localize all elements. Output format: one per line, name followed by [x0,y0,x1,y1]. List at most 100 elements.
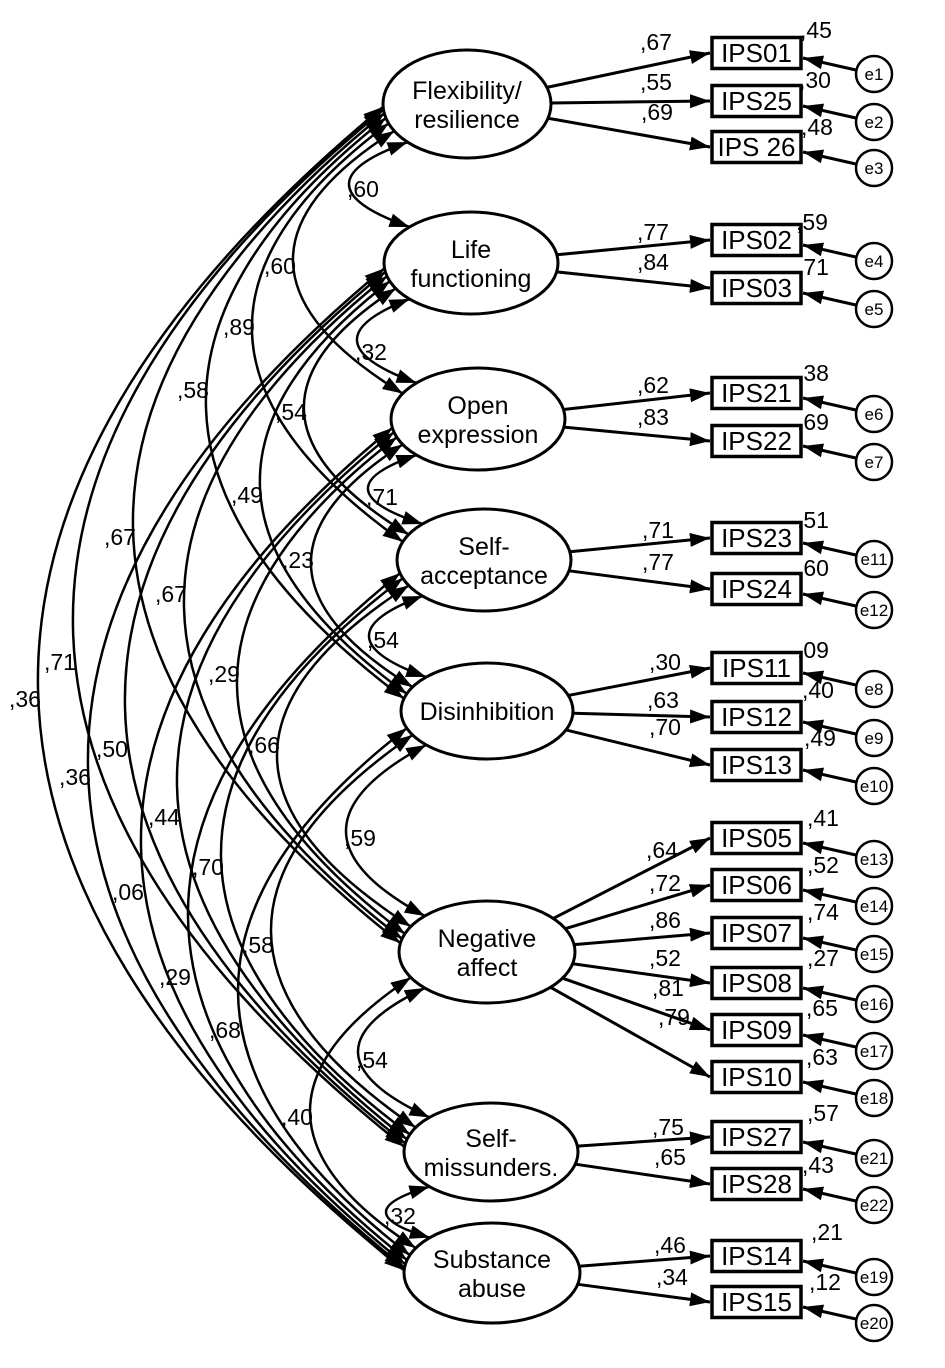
error-arrow-e14 [802,887,857,904]
loading-value-IPS12: ,63 [647,687,679,713]
loading-arrow-IPS02 [556,234,711,257]
indicator-label-IPS15: IPS15 [721,1287,792,1317]
indicator-label-IPS05: IPS05 [721,823,792,853]
indicator-label-IPS01: IPS01 [721,38,792,68]
r2-value-IPS15: ,12 [809,1269,841,1295]
correlation-life-subst [86,267,406,1269]
r2-value-IPS02: ,59 [796,209,828,235]
correlation-flexibility-selfacc [250,122,404,543]
correlation-open-subst [139,426,407,1266]
factor-label-negaff-line1: Negative [438,925,537,953]
r2-value-IPS13: ,49 [804,725,836,751]
loading-arrow-IPS23 [569,532,711,554]
correlation-value-selfacc-selfmiss: ,70 [192,854,224,880]
loading-value-IPS07: ,86 [649,907,681,933]
error-term-e11 [854,539,894,579]
loading-value-IPS11: ,30 [649,649,681,675]
r2-value-IPS08: ,27 [807,945,839,971]
correlation-value-selfacc-negaff: ,66 [248,732,280,758]
error-label-e10: e10 [860,777,888,796]
correlation-value-disinh-subst: ,68 [209,1017,241,1043]
indicator-IPS10 [710,1059,803,1095]
correlation-life-disinh [258,280,408,695]
loading-value-IPS03: ,84 [637,249,669,275]
error-label-e15: e15 [860,945,888,964]
error-term-e18 [854,1078,894,1118]
r2-value-IPS22: ,69 [797,409,829,435]
loading-arrow-IPS14 [579,1250,711,1268]
indicator-label-IPS24: IPS24 [721,574,792,604]
error-label-e7: e7 [865,453,884,472]
error-term-e15 [854,934,894,974]
error-term-e7 [854,442,894,482]
correlation-value-life-subst: ,36 [59,764,91,790]
correlation-value-life-selfmiss: ,50 [96,736,128,762]
error-arrow-e12 [802,591,857,608]
factor-label-subst-line1: Substance [433,1246,551,1274]
loading-arrow-IPS09 [562,976,711,1032]
indicator-label-IPS28: IPS28 [721,1169,792,1199]
error-label-e16: e16 [860,995,888,1014]
error-arrow-e1 [802,55,857,72]
error-arrow-e16 [802,985,857,1002]
error-label-e8: e8 [865,680,884,699]
factor-label-disinh: Disinhibition [420,698,555,726]
factor-label-life-line1: Life [451,236,491,264]
correlation-open-negaff [235,436,406,935]
loading-arrow-IPS10 [549,985,711,1079]
indicator-label-IPS09: IPS09 [721,1015,792,1045]
indicator-IPS08 [710,965,803,1001]
loading-value-IPS27: ,75 [652,1114,684,1140]
correlation-open-disinh [309,443,414,689]
error-term-e22 [854,1185,894,1225]
correlation-value-open-subst: ,06 [112,879,144,905]
error-label-e20: e20 [860,1314,888,1333]
error-arrow-e4 [802,242,857,259]
r2-value-IPS10: ,63 [806,1044,838,1070]
indicator-IPS13 [710,747,803,783]
loading-value-IPS28: ,65 [654,1144,686,1170]
loading-value-IPS01: ,67 [640,29,672,55]
r2-value-IPS21: ,38 [797,360,829,386]
indicator-IPS23 [710,520,803,556]
loading-value-IPS02: ,77 [637,219,669,245]
loading-value-IPS26: ,69 [641,99,673,125]
error-term-e17 [854,1031,894,1071]
error-label-e2: e2 [865,113,884,132]
factor-label-open-line2: expression [418,421,539,449]
correlation-value-selfmiss-subst: ,32 [384,1203,416,1229]
indicator-label-IPS12: IPS12 [721,702,792,732]
r2-value-IPS11: ,09 [797,637,829,663]
error-term-e6 [854,394,894,434]
error-arrow-e2 [802,103,857,120]
factor-label-life-line2: functioning [411,265,532,293]
loading-value-IPS23: ,71 [642,517,674,543]
correlation-value-disinh-selfmiss: ,58 [242,932,274,958]
loading-arrow-IPS27 [577,1131,711,1148]
correlation-value-flexibility-selfmiss: ,71 [44,649,76,675]
loading-arrow-IPS05 [552,836,711,920]
error-term-e16 [854,984,894,1024]
indicator-label-IPS22: IPS22 [721,426,792,456]
indicator-IPS03 [710,270,803,306]
correlation-value-open-negaff: ,29 [208,661,240,687]
correlation-value-flexibility-disinh: ,58 [177,377,209,403]
loading-value-IPS15: ,34 [656,1264,688,1290]
error-label-e6: e6 [865,405,884,424]
error-label-e11: e11 [860,550,887,569]
indicator-IPS01 [710,35,803,71]
correlation-life-selfacc [302,287,410,536]
correlation-flexibility-disinh [204,116,405,700]
error-arrow-e10 [802,767,857,784]
correlation-value-life-disinh: ,49 [231,482,263,508]
r2-value-IPS24: ,60 [797,555,829,581]
factor-subst [402,1221,582,1325]
correlation-value-life-open: ,32 [355,339,387,365]
correlation-flexibility-subst [36,105,405,1272]
error-arrow-e5 [802,290,857,307]
r2-value-IPS25: ,30 [799,67,831,93]
correlation-value-open-disinh: ,23 [282,547,314,573]
correlation-flexibility-open [291,129,404,395]
